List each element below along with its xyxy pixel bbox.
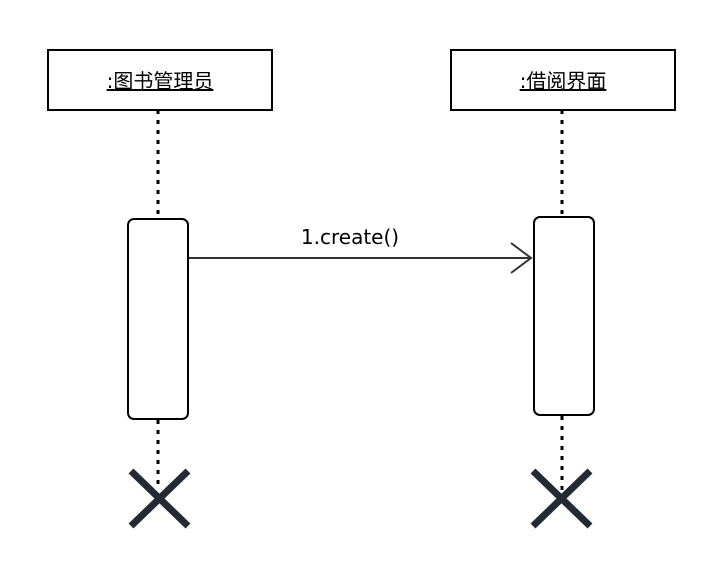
message-label-create: 1.create() <box>301 225 399 249</box>
activation-bar-borrow-ui[interactable] <box>533 216 595 416</box>
activation-bar-librarian[interactable] <box>127 218 189 420</box>
destroy-mark-librarian-icon <box>128 468 191 529</box>
object-label-librarian: :图书管理员 <box>107 69 214 93</box>
message-arrowhead-icon <box>510 242 533 274</box>
object-librarian[interactable]: :图书管理员 <box>47 49 273 111</box>
object-borrow-ui[interactable]: :借阅界面 <box>450 49 676 111</box>
object-box-librarian <box>47 49 273 111</box>
object-box-borrow-ui <box>450 49 676 111</box>
object-label-borrow-ui: :借阅界面 <box>520 69 607 93</box>
destroy-mark-borrow-ui-icon <box>530 468 593 529</box>
message-create[interactable]: 1.create() <box>189 225 533 274</box>
